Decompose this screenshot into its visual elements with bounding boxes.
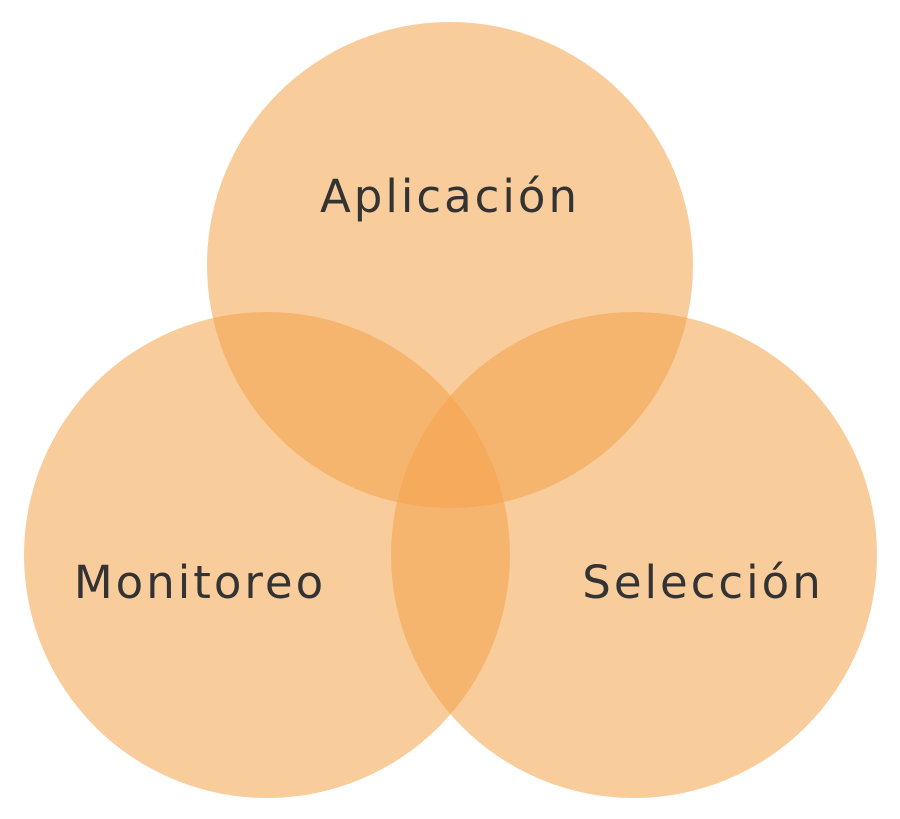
circle-monitoreo bbox=[24, 312, 510, 798]
circle-seleccion bbox=[391, 312, 877, 798]
label-seleccion: Selección bbox=[582, 556, 823, 609]
label-aplicacion: Aplicación bbox=[320, 170, 580, 223]
label-monitoreo: Monitoreo bbox=[74, 556, 326, 609]
